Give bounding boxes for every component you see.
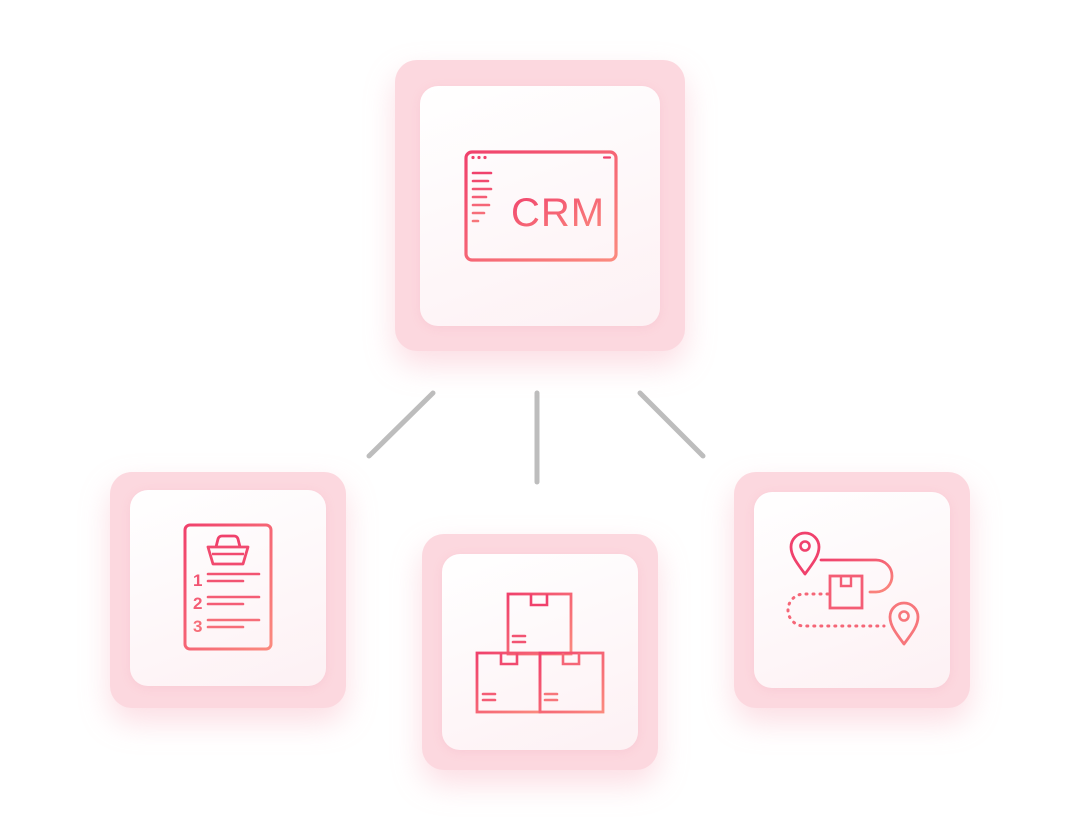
order-list-basket-icon: 1 2 3: [183, 523, 273, 651]
crm-label: CRM: [511, 191, 605, 235]
delivery-node: [734, 472, 970, 708]
connector-left: [366, 390, 436, 459]
list-number-3: 3: [193, 617, 202, 636]
list-number-1: 1: [193, 571, 202, 590]
list-number-2: 2: [193, 594, 202, 613]
crm-window-icon: CRM: [464, 150, 618, 262]
inventory-node-card: [442, 554, 638, 750]
delivery-route-icon: [786, 531, 920, 646]
crm-node-card: CRM: [420, 86, 660, 326]
stacked-boxes-icon: [475, 592, 605, 714]
connector-right: [637, 390, 706, 459]
inventory-node: [422, 534, 658, 770]
order-list-node: 1 2 3: [110, 472, 346, 708]
order-list-node-card: 1 2 3: [130, 490, 326, 686]
crm-node: CRM: [395, 60, 685, 351]
delivery-node-card: [754, 492, 950, 688]
